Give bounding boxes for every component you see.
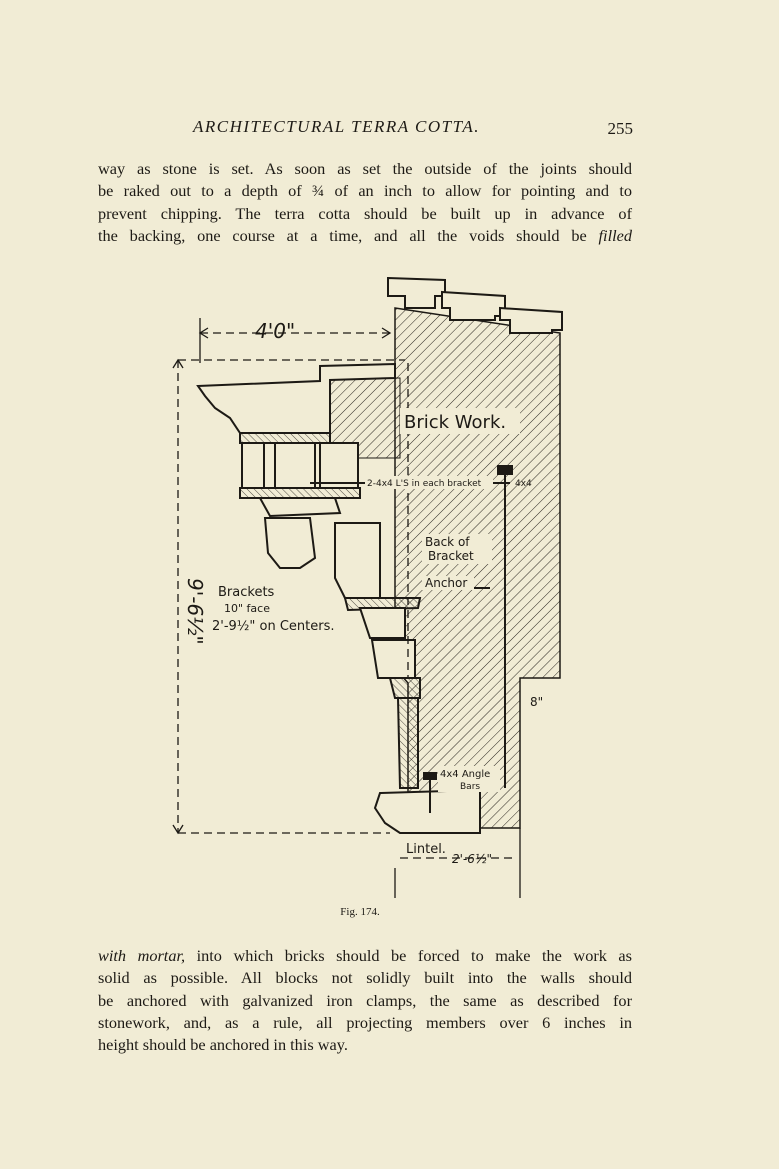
italic-lead: with mortar, xyxy=(98,946,186,965)
figure-caption: Fig. 174. xyxy=(340,906,380,918)
label-width: 4'0" xyxy=(255,319,295,343)
text-line: solid as possible. All blocks not solidl… xyxy=(98,968,632,988)
text-line-last: the backing, one course at a time, and a… xyxy=(98,225,632,247)
paragraph-top: way as stone is set. As soon as set the … xyxy=(98,158,632,247)
label-brick-work: Brick Work. xyxy=(404,412,506,433)
text-line: stonework, and, as a rule, all projectin… xyxy=(98,1012,632,1032)
label-lintel: Lintel. xyxy=(406,842,446,857)
label-anchor: Anchor xyxy=(425,576,467,590)
text-line-first: with mortar, into which bricks should be… xyxy=(98,945,632,967)
dimension-lines xyxy=(177,332,515,859)
cornice-section-drawing: 4'0" 9'-6½" Brick Work. 2-4x4 L'S in eac… xyxy=(172,276,563,898)
page-number: 255 xyxy=(607,119,634,138)
text-line: be anchored with galvanized iron clamps,… xyxy=(98,990,632,1010)
label-back-of: Back of xyxy=(425,535,470,549)
label-height: 9'-6½" xyxy=(183,578,207,645)
text-line-segment: the backing, one course at a time, and a… xyxy=(98,225,599,245)
cornice-profile xyxy=(196,362,481,834)
italic-word: filled xyxy=(598,225,632,245)
paragraph-bottom: with mortar, into which bricks should be… xyxy=(98,945,632,1056)
running-header: ARCHITECTURAL TERRA COTTA. 255 xyxy=(98,117,633,141)
label-brackets: Brackets xyxy=(218,585,275,600)
drawing-labels: 4'0" 9'-6½" Brick Work. 2-4x4 L'S in eac… xyxy=(183,319,543,866)
coping-blocks xyxy=(387,276,563,334)
text-line: way as stone is set. As soon as set the … xyxy=(98,159,632,178)
text-line: prevent chipping. The terra cotta should… xyxy=(98,203,632,223)
running-title: ARCHITECTURAL TERRA COTTA. xyxy=(193,117,480,136)
label-ls-size: 4x4 xyxy=(515,479,532,489)
label-lintel-dim: 2'-6½" xyxy=(452,852,492,866)
label-ls-bracket: 2-4x4 L'S in each bracket xyxy=(367,479,482,489)
label-face: 10" face xyxy=(224,602,270,615)
label-eight-inches: 8" xyxy=(530,695,543,709)
label-bracket: Bracket xyxy=(428,549,474,563)
text-line-segment: into which bricks should be forced to ma… xyxy=(185,946,632,965)
label-on-centers: 2'-9½" on Centers. xyxy=(212,619,335,634)
text-line: be raked out to a depth of ¾ of an inch … xyxy=(98,181,632,201)
label-angle: 4x4 Angle xyxy=(440,769,490,780)
label-angle-bars: Bars xyxy=(460,782,480,792)
text-line: height should be anchored in this way. xyxy=(98,1035,348,1055)
